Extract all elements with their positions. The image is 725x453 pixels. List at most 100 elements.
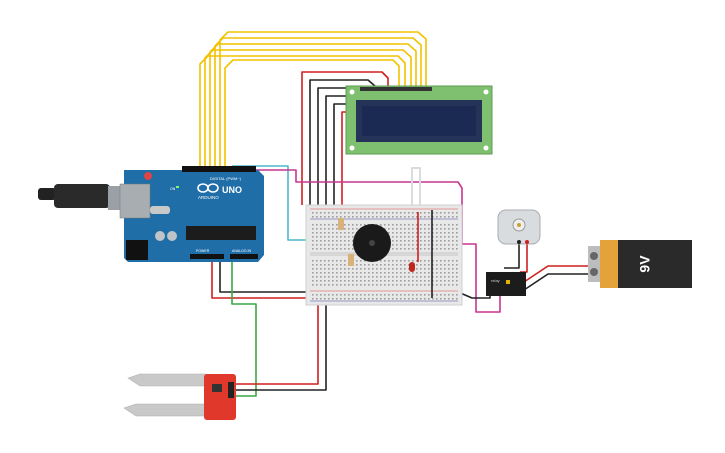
- breadboard-hole: [312, 240, 314, 242]
- wire-white[interactable]: [411, 167, 421, 212]
- soil-moisture-sensor[interactable]: [123, 373, 236, 420]
- arduino-uno-board[interactable]: DIGITAL (PWM~) ARDUINO UNO ON POWER ANAL…: [38, 166, 264, 262]
- breadboard-hole: [312, 284, 314, 286]
- wire-yellow-2[interactable]: [204, 49, 412, 168]
- breadboard-hole: [424, 294, 426, 296]
- motor-terminal-2: [525, 240, 529, 244]
- breadboard-hole: [408, 298, 410, 300]
- breadboard-hole: [404, 268, 406, 270]
- breadboard-hole: [372, 284, 374, 286]
- relay[interactable]: relay: [486, 272, 526, 296]
- wire-red-5v[interactable]: [211, 258, 318, 299]
- breadboard-hole: [332, 228, 334, 230]
- breadboard-hole: [408, 272, 410, 274]
- breadboard-hole: [360, 224, 362, 226]
- breadboard-hole: [408, 212, 410, 214]
- wire-green[interactable]: [231, 258, 257, 397]
- breadboard-hole: [384, 272, 386, 274]
- sensor-prong-bottom: [123, 403, 207, 417]
- wire-black-motor[interactable]: [504, 242, 520, 269]
- breadboard-hole: [312, 260, 314, 262]
- breadboard-hole: [360, 294, 362, 296]
- dc-motor[interactable]: [497, 209, 541, 245]
- breadboard-hole: [372, 268, 374, 270]
- wire-yellow-5[interactable]: [219, 31, 427, 168]
- wire-red-motor[interactable]: [520, 242, 528, 273]
- wire-yellow-3[interactable]: [209, 43, 417, 168]
- breadboard-hole: [404, 212, 406, 214]
- battery-9v[interactable]: 9V: [588, 240, 692, 288]
- breadboard-hole: [380, 224, 382, 226]
- breadboard-hole: [416, 228, 418, 230]
- breadboard-hole: [320, 276, 322, 278]
- breadboard-hole: [448, 280, 450, 282]
- breadboard-hole: [452, 232, 454, 234]
- breadboard-hole: [352, 280, 354, 282]
- breadboard-hole: [452, 268, 454, 270]
- breadboard-hole: [388, 280, 390, 282]
- wire-black-lcd-4[interactable]: [333, 103, 350, 205]
- breadboard-hole: [392, 294, 394, 296]
- breadboard-hole: [440, 244, 442, 246]
- wire-black-sensor[interactable]: [232, 300, 327, 391]
- breadboard-hole: [356, 284, 358, 286]
- breadboard-hole: [420, 260, 422, 262]
- breadboard-hole: [360, 298, 362, 300]
- breadboard[interactable]: [305, 204, 463, 306]
- breadboard-hole: [436, 294, 438, 296]
- breadboard-hole: [336, 272, 338, 274]
- breadboard-hole: [412, 260, 414, 262]
- breadboard-hole: [392, 216, 394, 218]
- wire-red-lcd[interactable]: [301, 71, 389, 205]
- breadboard-hole: [316, 244, 318, 246]
- wire-black-lcd-1[interactable]: [309, 79, 376, 205]
- breadboard-hole: [456, 236, 458, 238]
- wire-yellow-1[interactable]: [199, 55, 406, 168]
- wire-yellow-4[interactable]: [214, 37, 422, 168]
- wire-red-sensor[interactable]: [232, 300, 319, 385]
- lcd-display[interactable]: [345, 85, 493, 155]
- breadboard-hole: [400, 272, 402, 274]
- breadboard-hole: [440, 248, 442, 250]
- breadboard-hole: [420, 212, 422, 214]
- breadboard-hole: [380, 268, 382, 270]
- breadboard-hole: [444, 232, 446, 234]
- breadboard-hole: [388, 294, 390, 296]
- breadboard-hole: [332, 248, 334, 250]
- breadboard-hole: [312, 294, 314, 296]
- atmega-chip: [186, 226, 256, 240]
- breadboard-hole: [312, 276, 314, 278]
- breadboard-hole: [332, 244, 334, 246]
- wire-red-battery[interactable]: [523, 265, 590, 283]
- breadboard-hole: [408, 236, 410, 238]
- breadboard-hole: [412, 212, 414, 214]
- wire-black-battery[interactable]: [523, 273, 590, 291]
- reset-button[interactable]: [144, 172, 152, 180]
- breadboard-hole: [412, 224, 414, 226]
- breadboard-hole: [424, 284, 426, 286]
- breadboard-hole: [428, 264, 430, 266]
- breadboard-hole: [352, 272, 354, 274]
- breadboard-hole: [332, 268, 334, 270]
- battery-terminal-pos: [590, 252, 598, 260]
- breadboard-hole: [328, 232, 330, 234]
- breadboard-hole: [328, 268, 330, 270]
- breadboard-hole: [352, 212, 354, 214]
- breadboard-hole: [324, 272, 326, 274]
- breadboard-hole: [364, 264, 366, 266]
- breadboard-hole: [364, 298, 366, 300]
- breadboard-hole: [404, 236, 406, 238]
- breadboard-hole: [336, 224, 338, 226]
- breadboard-hole: [456, 294, 458, 296]
- breadboard-hole: [400, 228, 402, 230]
- breadboard-hole: [336, 240, 338, 242]
- breadboard-hole: [352, 244, 354, 246]
- breadboard-hole: [448, 224, 450, 226]
- wire-yellow-6[interactable]: [224, 59, 400, 168]
- breadboard-hole: [368, 294, 370, 296]
- breadboard-hole: [312, 272, 314, 274]
- breadboard-hole: [356, 294, 358, 296]
- breadboard-hole: [320, 294, 322, 296]
- breadboard-hole: [344, 298, 346, 300]
